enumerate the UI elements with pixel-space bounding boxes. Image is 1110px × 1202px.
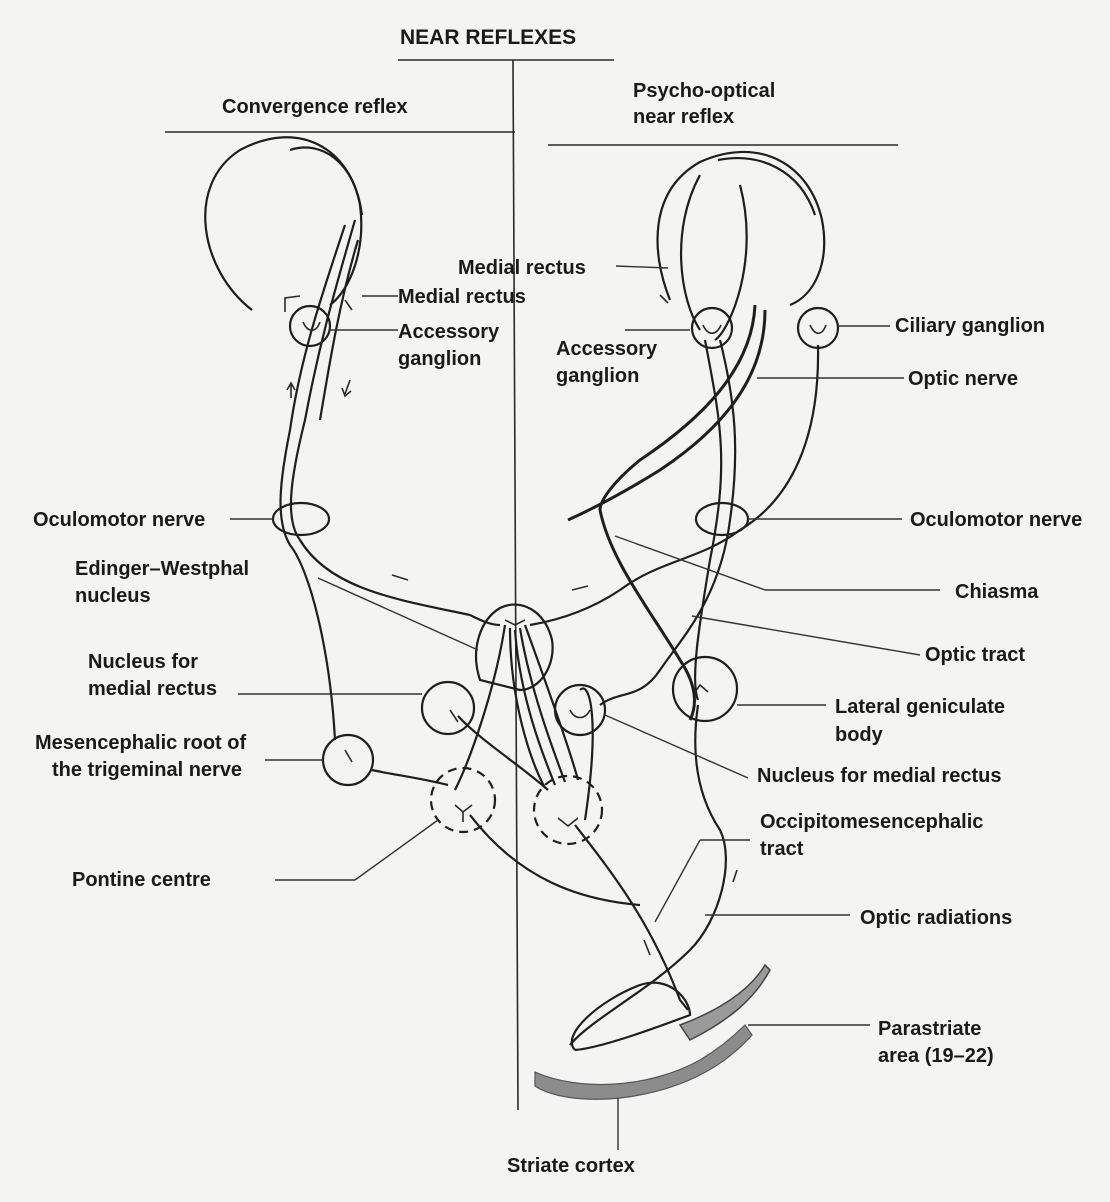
label-mesencephalic-root: Mesencephalic root of the trigeminal ner…	[35, 732, 252, 781]
left-pontine-centre	[431, 768, 495, 832]
label-medial-rectus-left: Medial rectus	[398, 286, 526, 308]
label-parastriate: Parastriate area (19–22)	[878, 1018, 994, 1067]
label-striate-cortex: Striate cortex	[507, 1155, 635, 1177]
label-optic-tract: Optic tract	[925, 644, 1025, 666]
label-optic-radiations: Optic radiations	[860, 907, 1012, 929]
ciliary-ganglion	[798, 308, 838, 348]
mesencephalic-root-nucleus	[323, 735, 373, 785]
label-oculomotor-nerve-left: Oculomotor nerve	[33, 509, 205, 531]
label-oculomotor-nerve-right: Oculomotor nerve	[910, 509, 1082, 531]
label-edinger-westphal: Edinger–Westphal nucleus	[75, 558, 255, 607]
label-accessory-ganglion-left: Accessory ganglion	[398, 321, 505, 370]
label-medial-rectus-top: Medial rectus	[458, 257, 586, 279]
striate-cortex-band	[535, 1025, 752, 1099]
label-ciliary-ganglion: Ciliary ganglion	[895, 315, 1045, 337]
diagram-title: NEAR REFLEXES	[400, 26, 576, 49]
label-nucleus-medial-rectus-right: Nucleus for medial rectus	[757, 765, 1002, 787]
label-accessory-ganglion-right: Accessory ganglion	[556, 338, 663, 387]
right-oculomotor-ring	[696, 503, 748, 535]
label-lateral-geniculate: Lateral geniculate body	[835, 696, 1011, 746]
left-eyeball	[205, 137, 362, 312]
label-pontine-centre: Pontine centre	[72, 869, 211, 891]
psycho-optical-heading: Psycho-optical near reflex	[633, 80, 781, 128]
left-medial-rectus-nucleus	[422, 682, 474, 734]
parastriate-area	[680, 965, 770, 1040]
label-occipitomesencephalic: Occipitomesencephalic tract	[760, 811, 989, 860]
edinger-westphal-nucleus	[476, 605, 553, 690]
midline	[513, 60, 518, 1110]
leader-lines	[230, 266, 940, 1150]
convergence-reflex-heading: Convergence reflex	[222, 96, 408, 118]
label-chiasma: Chiasma	[955, 581, 1039, 603]
label-nucleus-medial-rectus-left: Nucleus for medial rectus	[88, 651, 217, 700]
label-optic-nerve: Optic nerve	[908, 368, 1018, 390]
